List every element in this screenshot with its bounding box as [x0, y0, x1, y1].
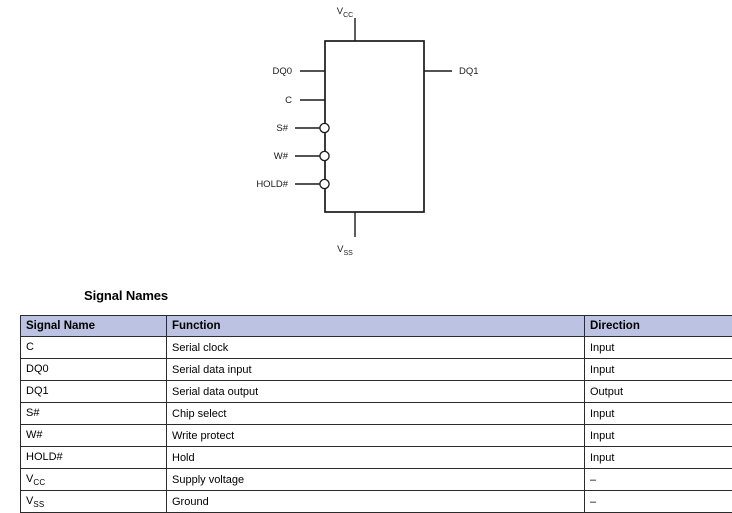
cell-function: Serial data input [167, 359, 585, 381]
signal-base: DQ1 [26, 385, 49, 397]
table-row: DQ1 Serial data output Output [21, 381, 732, 403]
pin-label-s: S# [276, 123, 288, 134]
chip-body-rect [325, 41, 424, 212]
cell-function: Chip select [167, 403, 585, 425]
cell-function: Hold [167, 447, 585, 469]
cell-signal-name: W# [21, 425, 167, 447]
pin-diagram: VCC VSS DQ0 C S# W# HOLD# DQ1 [0, 0, 732, 275]
table-row: VCC Supply voltage – [21, 469, 732, 491]
table-row: W# Write protect Input [21, 425, 732, 447]
pin-label-hold: HOLD# [256, 179, 288, 190]
cell-direction: Input [585, 337, 732, 359]
table-row: S# Chip select Input [21, 403, 732, 425]
cell-function: Write protect [167, 425, 585, 447]
signal-base: HOLD# [26, 451, 63, 463]
signal-base: C [26, 341, 34, 353]
inversion-bubble-icon-hold [320, 179, 329, 188]
cell-function: Supply voltage [167, 469, 585, 491]
vcc-pin-label: VCC [337, 6, 353, 19]
cell-direction: Output [585, 381, 732, 403]
inversion-bubble-icon-s [320, 123, 329, 132]
table-row: DQ0 Serial data input Input [21, 359, 732, 381]
pin-label-dq1: DQ1 [459, 66, 479, 77]
signal-base: W# [26, 429, 43, 441]
cell-direction: Input [585, 359, 732, 381]
signal-names-table-container: Signal Name Function Direction C Serial … [20, 315, 714, 513]
column-header-signal-name: Signal Name [21, 316, 167, 337]
inversion-bubble-icon-w [320, 151, 329, 160]
column-header-function: Function [167, 316, 585, 337]
cell-direction: Input [585, 403, 732, 425]
page-title: Signal Names [84, 288, 168, 303]
signal-subscript: CC [33, 478, 45, 487]
signal-subscript: SS [33, 500, 44, 509]
cell-signal-name: DQ1 [21, 381, 167, 403]
table-body: C Serial clock Input DQ0 Serial data inp… [21, 337, 732, 513]
cell-signal-name: VCC [21, 469, 167, 491]
table-header-row: Signal Name Function Direction [21, 316, 732, 337]
cell-function: Serial clock [167, 337, 585, 359]
cell-direction: Input [585, 447, 732, 469]
column-header-direction: Direction [585, 316, 732, 337]
pin-label-w: W# [274, 151, 289, 162]
cell-signal-name: DQ0 [21, 359, 167, 381]
pin-label-dq0: DQ0 [272, 66, 292, 77]
table-row: C Serial clock Input [21, 337, 732, 359]
cell-signal-name: C [21, 337, 167, 359]
signal-names-table: Signal Name Function Direction C Serial … [20, 315, 732, 513]
cell-signal-name: HOLD# [21, 447, 167, 469]
signal-base: DQ0 [26, 363, 49, 375]
cell-direction: Input [585, 425, 732, 447]
vss-pin-label: VSS [337, 244, 353, 257]
signal-base: S# [26, 407, 39, 419]
pin-label-c: C [285, 95, 292, 106]
cell-direction: – [585, 469, 732, 491]
table-row: HOLD# Hold Input [21, 447, 732, 469]
cell-function: Serial data output [167, 381, 585, 403]
cell-signal-name: S# [21, 403, 167, 425]
